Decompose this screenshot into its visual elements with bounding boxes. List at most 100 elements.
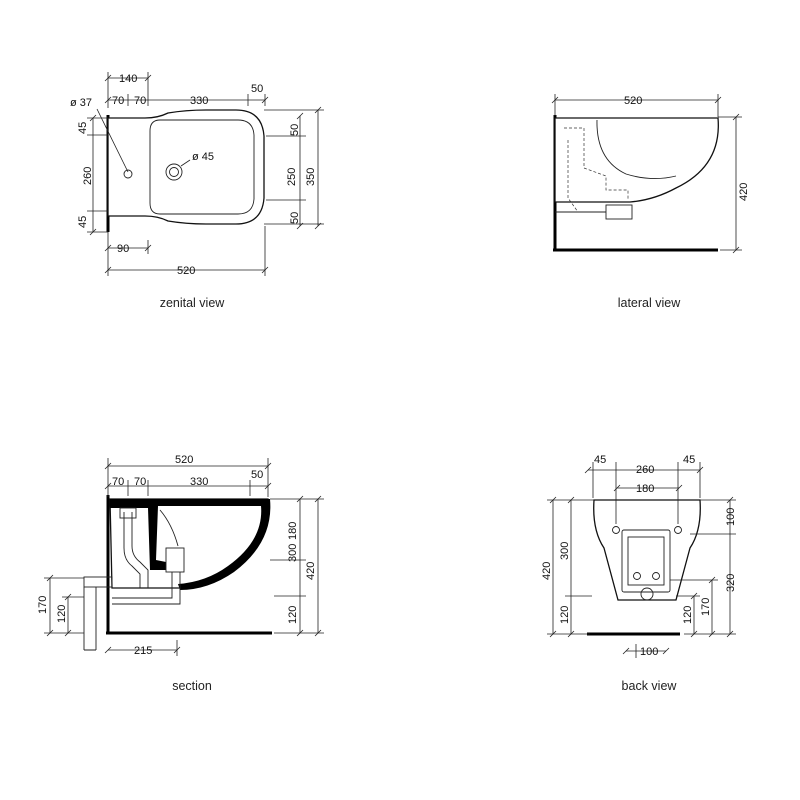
dim-label: 90 xyxy=(117,243,129,255)
dim-tick xyxy=(261,266,269,274)
dim-tick xyxy=(551,96,559,104)
dim-tick xyxy=(726,496,734,504)
dim-tick xyxy=(104,244,112,252)
dim-label: 100 xyxy=(640,646,658,658)
bowl-curve xyxy=(596,119,677,179)
drain-outlet xyxy=(640,587,654,601)
dim-tick xyxy=(732,246,740,254)
dim-label: 170 xyxy=(700,598,712,616)
dim-tick xyxy=(64,629,72,637)
inlet-pipe xyxy=(123,512,141,588)
hidden-fixing-outline xyxy=(564,127,629,200)
dim-tick xyxy=(708,576,716,584)
dim-tick xyxy=(675,484,683,492)
dim-label: 120 xyxy=(682,606,694,624)
dim-tick xyxy=(261,96,269,104)
dim-label: 520 xyxy=(175,454,193,466)
dim-tick xyxy=(662,647,670,655)
dim-label: 300 xyxy=(287,544,299,562)
dim-label: 520 xyxy=(624,95,642,107)
dim-tick xyxy=(46,574,54,582)
dim-label: 70 xyxy=(134,476,146,488)
dim-tick xyxy=(104,482,112,490)
dim-tick xyxy=(264,462,272,470)
dim-tick xyxy=(64,593,72,601)
dim-tick xyxy=(613,484,621,492)
dim-label: 70 xyxy=(112,95,124,107)
dim-tick xyxy=(314,629,322,637)
dim-tick xyxy=(104,96,112,104)
dim-tick xyxy=(726,630,734,638)
dim-label: 120 xyxy=(559,606,571,624)
leader-line xyxy=(96,108,129,173)
caption-back: back view xyxy=(622,679,678,693)
caption-section: section xyxy=(172,679,212,693)
dim-tick xyxy=(173,646,181,654)
bidet-section-outline xyxy=(109,498,270,589)
dim-label: 100 xyxy=(725,508,737,526)
dim-tick xyxy=(296,629,304,637)
dim-tick xyxy=(89,114,97,122)
drain-fitting xyxy=(165,547,185,573)
tap-hole xyxy=(123,169,133,179)
dim-tick xyxy=(144,244,152,252)
dim-label: 45 xyxy=(594,454,606,466)
dim-label: 215 xyxy=(134,645,152,657)
dim-tick xyxy=(622,647,630,655)
dim-label: ø 45 xyxy=(192,151,214,163)
dim-tick xyxy=(46,629,54,637)
dim-tick xyxy=(690,630,698,638)
bidet-side-profile xyxy=(554,117,719,203)
lateral-view: 520 420 lateral view xyxy=(551,94,750,310)
dim-label: 140 xyxy=(119,73,137,85)
dim-tick xyxy=(584,466,592,474)
dim-label: 70 xyxy=(112,476,124,488)
inlet-pipe xyxy=(131,512,149,588)
dim-label: 170 xyxy=(37,596,49,614)
fixing-plate-inner xyxy=(627,536,665,586)
dim-tick xyxy=(314,495,322,503)
caption-lateral: lateral view xyxy=(618,296,681,310)
waste-pipe xyxy=(83,587,97,651)
inlet-hole-left xyxy=(633,572,641,580)
dim-tick xyxy=(144,74,152,82)
back-view: 45 260 45 180 420 300 120 100 320 120 17… xyxy=(541,454,737,693)
dim-label: 250 xyxy=(286,168,298,186)
dim-label: 420 xyxy=(305,562,317,580)
dim-tick xyxy=(690,592,698,600)
dim-label: 330 xyxy=(190,95,208,107)
dim-tick xyxy=(104,74,112,82)
dim-label: 180 xyxy=(636,483,654,495)
dim-tick xyxy=(104,266,112,274)
waste-pipe-top xyxy=(83,576,113,588)
leader-line xyxy=(180,159,191,167)
dim-tick xyxy=(104,646,112,654)
dim-tick xyxy=(567,496,575,504)
trap-pipe xyxy=(112,572,181,605)
dim-tick xyxy=(89,228,97,236)
dim-label: 45 xyxy=(683,454,695,466)
bidet-back-outline xyxy=(593,499,701,601)
dim-label: 50 xyxy=(289,212,301,224)
fixing-hole-right xyxy=(674,526,682,534)
dim-label: 350 xyxy=(305,168,317,186)
dim-label: 50 xyxy=(251,83,263,95)
inlet-hole-right xyxy=(652,572,660,580)
dim-label: 45 xyxy=(77,216,89,228)
zenital-view: 140 ø 37 70 70 330 50 45 260 45 ø 45 50 … xyxy=(70,72,324,310)
dim-label: 260 xyxy=(636,464,654,476)
dim-tick xyxy=(314,106,322,114)
fixing-plate xyxy=(621,529,671,593)
dim-tick xyxy=(549,496,557,504)
dim-label: 260 xyxy=(82,167,94,185)
bidet-top-outline xyxy=(107,109,265,225)
dim-label: 70 xyxy=(134,95,146,107)
caption-zenital: zenital view xyxy=(160,296,226,310)
dim-tick xyxy=(708,630,716,638)
section-wall-cut xyxy=(110,499,271,590)
dim-tick xyxy=(567,630,575,638)
dim-label: 520 xyxy=(177,265,195,277)
dim-tick xyxy=(296,495,304,503)
bidet-bowl-inner xyxy=(149,119,255,215)
